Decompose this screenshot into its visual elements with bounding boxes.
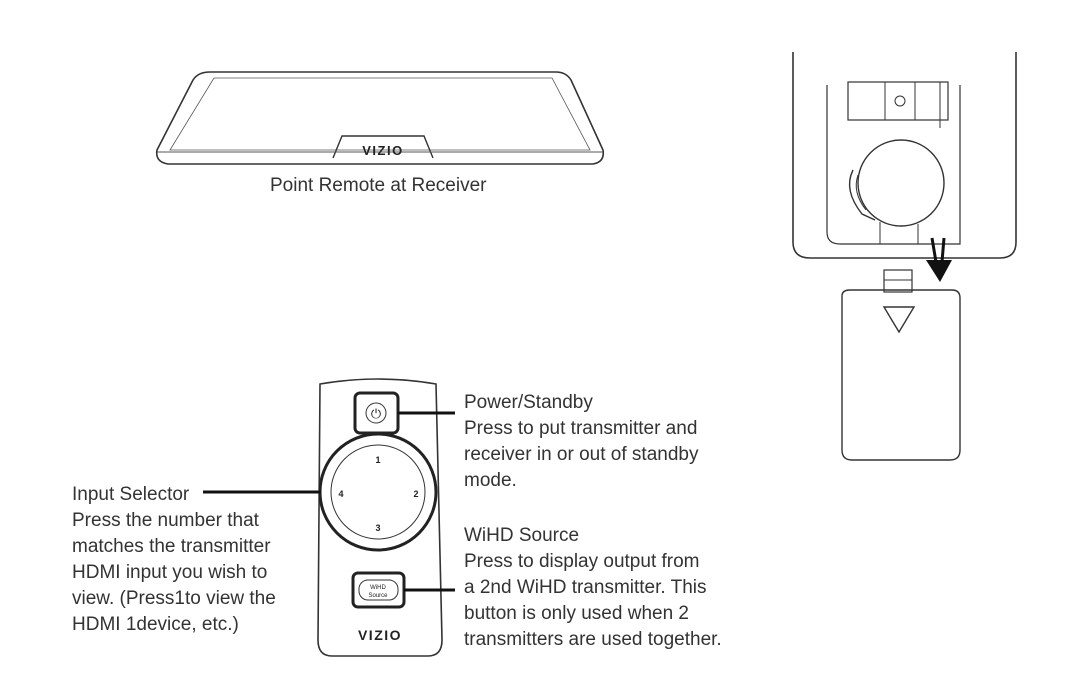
receiver-logo: VIZIO [362, 143, 403, 158]
wihd-button-label-1: WiHD [370, 585, 386, 591]
input-callout-line: view. (Press1to view the [72, 588, 276, 609]
power-callout-line: mode. [464, 470, 517, 491]
wihd-source-button[interactable]: WiHD Source [351, 571, 406, 609]
wheel-number-3: 3 [375, 523, 380, 533]
input-callout-line: HDMI 1device, etc.) [72, 614, 239, 635]
power-callout: Power/Standby Press to put transmitter a… [464, 390, 698, 494]
power-callout-line: receiver in or out of standby [464, 444, 699, 465]
wheel-number-4: 4 [338, 489, 343, 499]
receiver-caption: Point Remote at Receiver [270, 175, 487, 196]
down-arrow-icon [926, 237, 952, 282]
power-callout-line: Press to put transmitter and [464, 418, 698, 439]
input-callout: Input Selector Press the number that mat… [72, 482, 276, 638]
input-callout-title: Input Selector [72, 484, 190, 505]
wihd-button-label-2: Source [368, 593, 388, 599]
input-selector-wheel[interactable]: 1 2 3 4 [318, 432, 438, 552]
wihd-callout-title: WiHD Source [464, 525, 580, 546]
receiver-illustration: VIZIO [155, 71, 605, 165]
remote-logo: VIZIO [358, 627, 402, 643]
battery-compartment-illustration [792, 52, 1017, 461]
input-callout-line: Press the number that [72, 510, 259, 531]
power-icon: ⏻ [371, 406, 381, 421]
triangle-down-icon [882, 306, 916, 334]
wihd-callout: WiHD Source Press to display output from… [464, 523, 722, 653]
remote-illustration: ⏻ 1 2 3 4 WiHD Source VIZIO [317, 378, 443, 657]
wheel-number-1: 1 [375, 455, 380, 465]
power-callout-title: Power/Standby [464, 392, 593, 413]
wihd-callout-line: a 2nd WiHD transmitter. This [464, 577, 707, 598]
input-callout-line: matches the transmitter [72, 536, 271, 557]
wihd-callout-line: transmitters are used together. [464, 629, 722, 650]
wihd-callout-line: Press to display output from [464, 551, 700, 572]
power-button[interactable]: ⏻ [353, 391, 400, 435]
wheel-number-2: 2 [413, 489, 418, 499]
wihd-callout-line: button is only used when 2 [464, 603, 689, 624]
input-callout-line: HDMI input you wish to [72, 562, 268, 583]
